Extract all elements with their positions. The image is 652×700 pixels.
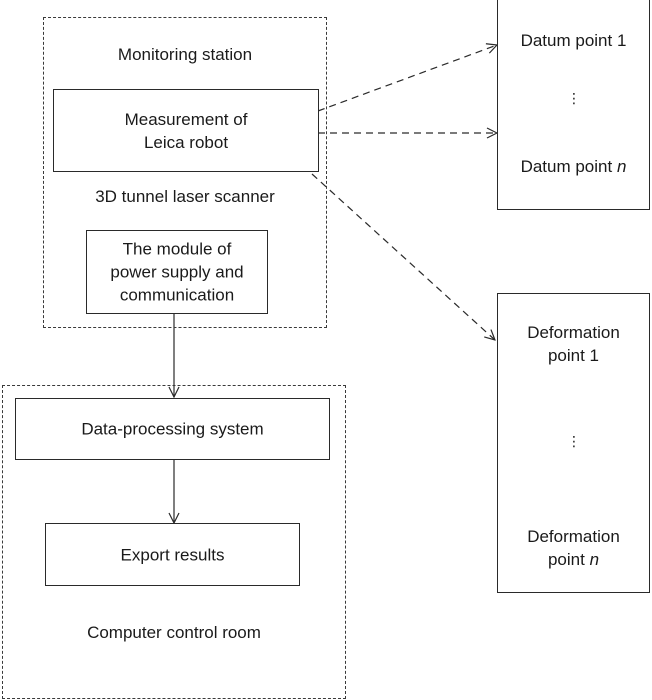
arrow-scanner-to-deformation-1	[311, 173, 495, 340]
leica-box-line-2: Leica robot	[143, 132, 229, 152]
monitoring-station-group	[43, 17, 327, 328]
deformation-first-line-2: point 1	[547, 346, 600, 365]
power-box-line-3: communication	[119, 285, 235, 305]
deformation-first-line-1: Deformation	[527, 323, 620, 342]
monitoring-station-title: Monitoring station	[117, 45, 253, 64]
scanner-label: 3D tunnel laser scanner	[95, 187, 275, 206]
power-box-line-2: power supply and	[110, 262, 244, 282]
datum-points-box: Datum point 1 ⋮ Datum point n	[497, 0, 650, 210]
control-room-group	[2, 385, 346, 699]
leica-robot-box: Measurement of Leica robot	[53, 89, 319, 172]
deformation-last-line-1: Deformation	[527, 527, 620, 546]
datum-point-last-var: n	[616, 157, 627, 176]
deformation-point-last: Deformation point n	[498, 525, 649, 571]
data-processing-label: Data-processing system	[81, 419, 264, 439]
datum-point-last-prefix: Datum point	[520, 157, 617, 176]
deformation-last-var: n	[589, 550, 600, 569]
deformation-points-box: Deformation point 1 ⋮ Deformation point …	[497, 293, 650, 593]
deformation-ellipsis: ⋮	[567, 433, 581, 449]
control-room-title: Computer control room	[87, 623, 261, 642]
deformation-last-line-2: point n	[498, 548, 649, 571]
deformation-last-prefix: point	[547, 550, 590, 569]
datum-point-first: Datum point 1	[520, 31, 627, 50]
power-communication-box: The module of power supply and communica…	[86, 230, 268, 314]
data-processing-box: Data-processing system	[15, 398, 330, 460]
leica-box-line-1: Measurement of	[124, 109, 248, 129]
power-box-line-1: The module of	[122, 239, 232, 259]
arrow-leica-to-datum-1	[317, 45, 497, 112]
datum-point-last: Datum point n	[498, 155, 649, 178]
export-results-box: Export results	[45, 523, 300, 586]
datum-ellipsis: ⋮	[567, 90, 581, 106]
export-results-label: Export results	[120, 545, 225, 564]
deformation-point-first: Deformation point 1	[498, 321, 649, 367]
